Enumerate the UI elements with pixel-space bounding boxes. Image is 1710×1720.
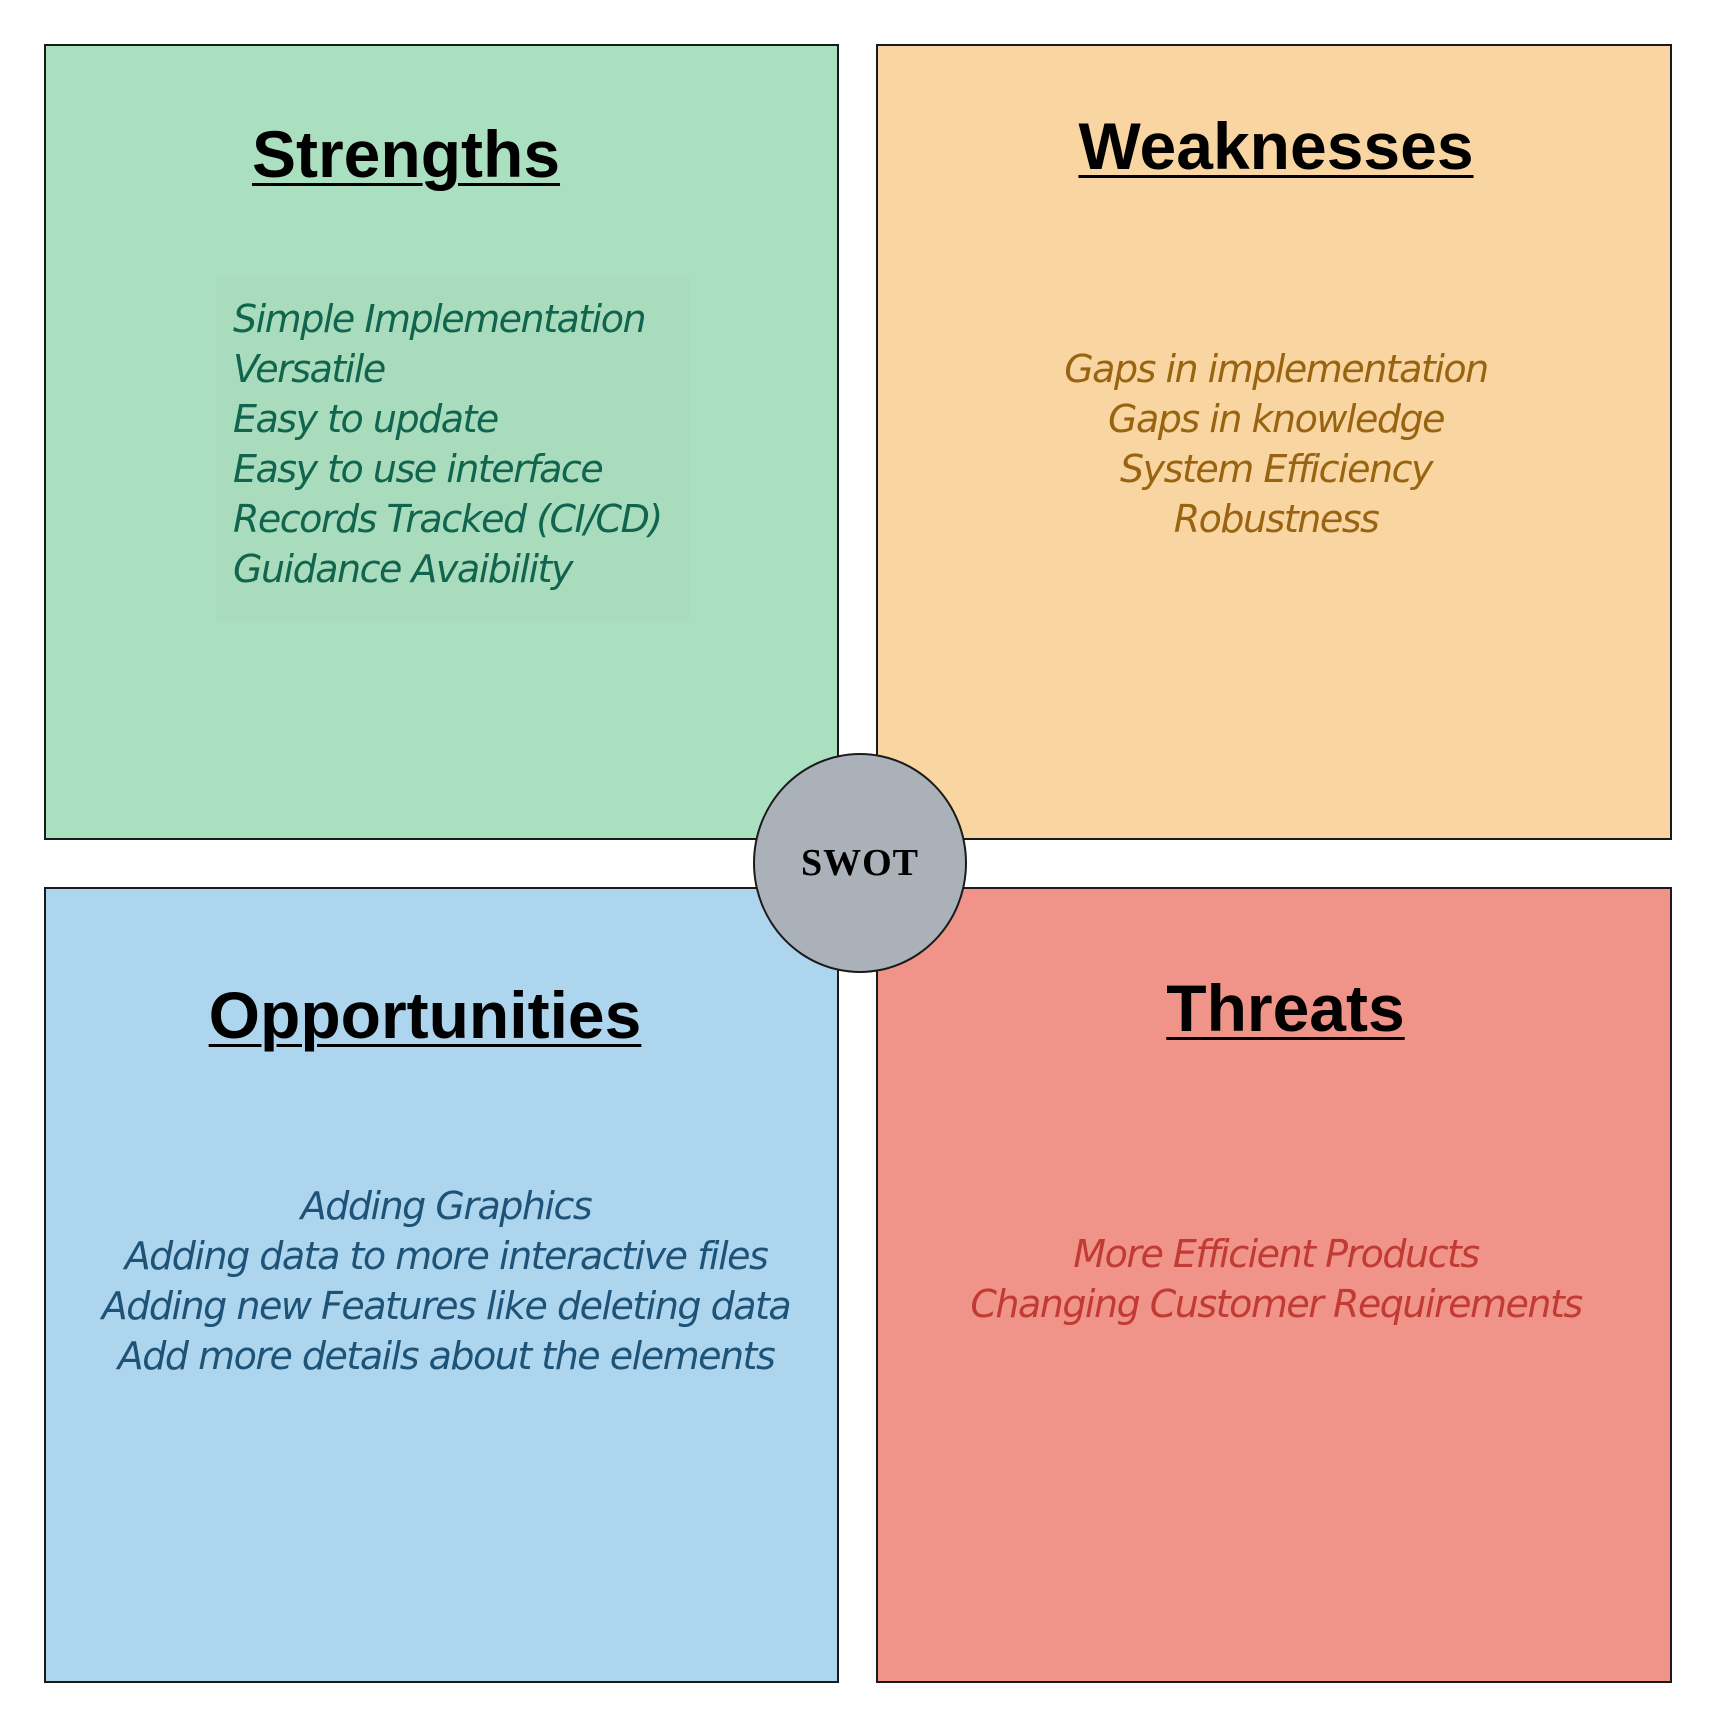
- strengths-title: Strengths: [252, 117, 561, 191]
- opportunities-item: Add more details about the elements: [117, 1334, 776, 1378]
- opportunities-item: Adding data to more interactive files: [124, 1234, 769, 1278]
- strengths-item: Easy to use interface: [233, 447, 604, 491]
- strengths-item: Easy to update: [233, 397, 499, 441]
- threats-item: Changing Customer Requirements: [970, 1282, 1583, 1326]
- weaknesses-list: Gaps in implementation Gaps in knowledge…: [878, 344, 1674, 544]
- strengths-item: Simple Implementation: [233, 297, 647, 341]
- opportunities-title: Opportunities: [208, 978, 642, 1052]
- swot-center-circle: SWOT: [753, 753, 967, 973]
- threats-title: Threats: [1166, 971, 1405, 1045]
- opportunities-item: Adding Graphics: [300, 1184, 593, 1228]
- weaknesses-item: Gaps in implementation: [1064, 347, 1489, 391]
- threats-quadrant: Threats More Efficient Products Changing…: [876, 887, 1672, 1683]
- strengths-list: Simple Implementation Versatile Easy to …: [233, 294, 663, 594]
- threats-list: More Efficient Products Changing Custome…: [878, 1229, 1674, 1329]
- opportunities-list: Adding Graphics Adding data to more inte…: [46, 1181, 846, 1381]
- swot-center-label: SWOT: [800, 842, 920, 884]
- weaknesses-item: Robustness: [1173, 497, 1380, 541]
- opportunities-item: Adding new Features like deleting data: [101, 1284, 792, 1328]
- strengths-text-panel: [216, 276, 690, 621]
- threats-item: More Efficient Products: [1073, 1232, 1480, 1276]
- strengths-item: Records Tracked (CI/CD): [233, 497, 663, 541]
- weaknesses-item: Gaps in knowledge: [1108, 397, 1445, 441]
- weaknesses-quadrant: Weaknesses Gaps in implementation Gaps i…: [876, 44, 1672, 840]
- strengths-item: Guidance Avaibility: [233, 547, 573, 591]
- opportunities-quadrant: Opportunities Adding Graphics Adding dat…: [44, 887, 839, 1683]
- weaknesses-title: Weaknesses: [1078, 109, 1474, 183]
- strengths-item: Versatile: [233, 347, 386, 391]
- weaknesses-item: System Efficiency: [1120, 447, 1433, 491]
- strengths-quadrant: Strengths Simple Implementation Versatil…: [44, 44, 839, 840]
